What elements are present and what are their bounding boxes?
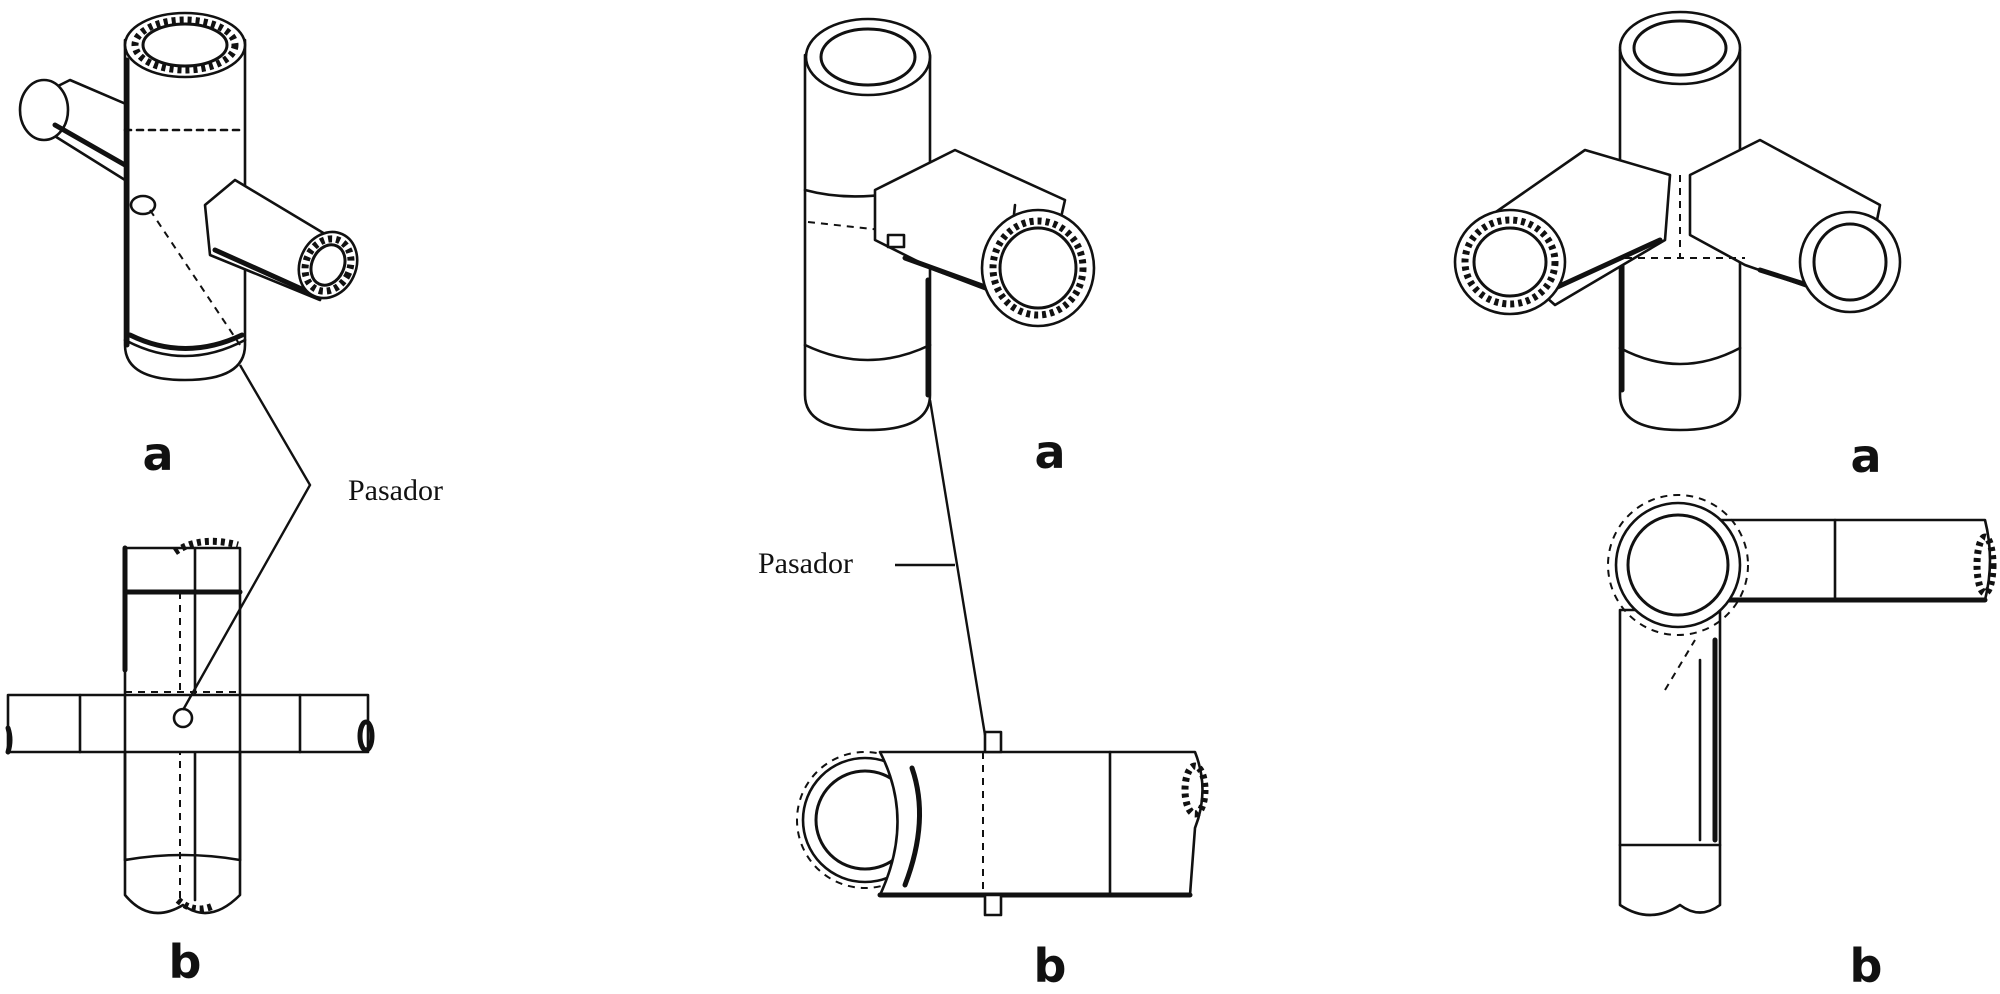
cross-view-a-label: a xyxy=(142,427,173,481)
group-1-cross-fitting: a b Pasador xyxy=(5,11,443,989)
cross-view-b-label: b xyxy=(169,935,202,989)
corner-fitting-view-a xyxy=(1453,10,1902,432)
pin-label-2: Pasador xyxy=(758,547,853,580)
tee-view-b-label: b xyxy=(1034,939,1067,993)
corner-view-a-label: a xyxy=(1850,429,1881,483)
tee-fitting-view-a xyxy=(803,17,1096,432)
pin-callout-1 xyxy=(181,364,312,711)
pin-callout-2 xyxy=(895,399,987,736)
pin-label-1: Pasador xyxy=(348,474,443,507)
corner-fitting-view-b xyxy=(1607,494,1997,917)
cross-fitting-view-a xyxy=(18,11,359,382)
corner-view-b-label: b xyxy=(1850,939,1883,993)
group-3-corner-fitting: a b xyxy=(1453,10,1997,993)
tee-view-a-label: a xyxy=(1034,425,1065,479)
group-2-tee-fitting: a b Pasador xyxy=(758,17,1209,993)
tee-fitting-view-b xyxy=(796,730,1209,917)
cross-fitting-view-b xyxy=(5,537,375,915)
